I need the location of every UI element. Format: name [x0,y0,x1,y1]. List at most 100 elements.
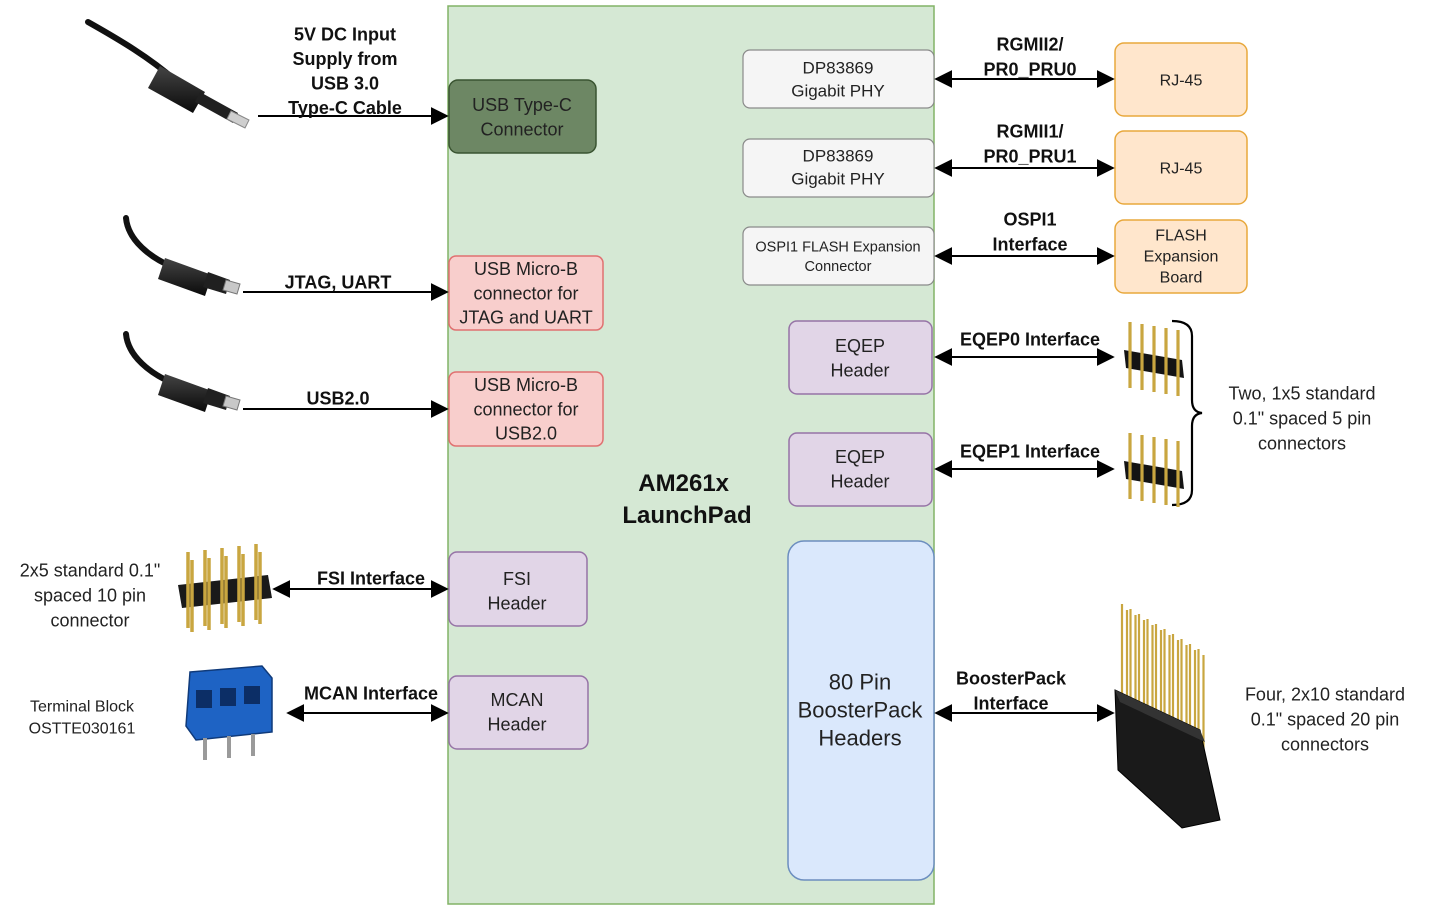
eqep0-interface-label: EQEP0 Interface [960,329,1100,349]
boxes-phy0-line-1: DP83869 [803,58,874,77]
captions-fsi_conn-line-1: 2x5 standard 0.1" [20,560,160,580]
boxes-jtag-line-3: JTAG and UART [459,308,592,328]
captions-fsi_conn-line-2: spaced 10 pin [34,585,146,605]
boxes-fsi-line-1: FSI [503,569,531,589]
labels-ospi_if-line-1: OSPI1 [1003,209,1056,229]
captions-booster_conn-line-3: connectors [1281,734,1369,754]
labels-rgmii1-line-1: RGMII1/ [996,121,1063,141]
boxes-usb2-line-3: USB2.0 [495,424,557,444]
labels-rgmii1-line-2: PR0_PRU1 [983,146,1076,166]
mcan-header: MCAN Header [448,675,589,750]
mcan-interface-label: MCAN Interface [304,683,438,703]
rj45-jack-1: RJ-45 [1114,130,1248,205]
eqep1-pin-header-icon [1124,433,1184,507]
captions-terminal-line-2: OSTTE030161 [29,721,136,738]
usb-c-cable-icon [85,19,250,129]
boxes-ospi-line-2: Connector [805,259,872,275]
svg-text:RJ-45: RJ-45 [1160,73,1203,90]
captions-booster_conn-line-2: 0.1" spaced 20 pin [1251,709,1400,729]
boxes-jtag-line-2: connector for [473,283,578,303]
boxes-booster-line-2: BoosterPack [798,698,924,723]
rgmii2-label: RGMII2/PR0_PRU0 [983,34,1076,79]
labels-booster_if-line-1: BoosterPack [956,668,1067,688]
captions-eqep_conn-line-1: Two, 1x5 standard [1228,383,1375,403]
captions-eqep_conn-line-3: connectors [1258,433,1346,453]
micro-usb-cable-icon-jtag [123,215,241,296]
captions-eqep_conn-line-2: 0.1" spaced 5 pin [1233,408,1372,428]
fsi-connector-caption: 2x5 standard 0.1" spaced 10 pin connector [20,560,160,630]
fsi-header: FSI Header [448,551,588,627]
boxes-usb2-line-2: connector for [473,399,578,419]
eqep-header-0: EQEP Header [788,320,933,395]
boxes-booster-line-3: Headers [818,726,901,751]
jtag-label: JTAG, UART [285,272,392,292]
labels-rgmii2-line-2: PR0_PRU0 [983,59,1076,79]
boxes-mcan-line-1: MCAN [491,690,544,710]
captions-terminal-line-1: Terminal Block [30,699,135,716]
boosterpack-connector-caption: Four, 2x10 standard 0.1" spaced 20 pin con… [1245,684,1405,754]
micro-usb-cable-icon-usb2 [123,331,241,412]
boxes-rj45b-line-1: RJ-45 [1160,161,1203,178]
boxes-phy1-line-1: DP83869 [803,146,874,165]
labels-usbc_in-line-2: Supply from [292,49,397,69]
labels-usbc_in-line-4: Type-C Cable [288,98,402,118]
labels-eqep1_if-line-1: EQEP1 Interface [960,441,1100,461]
boxes-flash-line-2: Expansion [1144,249,1219,266]
usb2-label: USB2.0 [306,388,369,408]
captions-fsi_conn-line-3: connector [50,610,129,630]
fsi-interface-label: FSI Interface [317,568,425,588]
labels-usbc_in-line-1: 5V DC Input [294,24,396,44]
boxes-jtag-line-1: USB Micro-B [474,259,578,279]
eqep0-pin-header-icon [1124,322,1184,396]
labels-mcan_if-line-1: MCAN Interface [304,683,438,703]
svg-text:RJ-45: RJ-45 [1160,161,1203,178]
boxes-mcan-line-2: Header [487,714,546,734]
labels-usb2_in-line-1: USB2.0 [306,388,369,408]
usb-type-c-connector: USB Type-C Connector [448,79,597,154]
labels-usbc_in-line-3: USB 3.0 [311,73,379,93]
labels-rgmii2-line-1: RGMII2/ [996,34,1063,54]
boxes-usbc-line-1: USB Type-C [472,95,572,115]
boxes-usbc-line-2: Connector [480,119,563,139]
captions-booster_conn-line-1: Four, 2x10 standard [1245,684,1405,704]
boxes-eqep0-line-1: EQEP [835,336,885,356]
boxes-rj45a-line-1: RJ-45 [1160,73,1203,90]
boosterpack-header-icon [1114,604,1221,829]
labels-jtag_in-line-1: JTAG, UART [285,272,392,292]
boxes-usb2-line-1: USB Micro-B [474,375,578,395]
rj45-jack-0: RJ-45 [1114,42,1248,117]
boxes-fsi-line-2: Header [487,593,546,613]
rgmii1-label: RGMII1/PR0_PRU1 [983,121,1076,166]
boxes-eqep0-line-2: Header [830,360,889,380]
boxes-eqep1-line-2: Header [830,471,889,491]
boxes-ospi-line-1: OSPI1 FLASH Expansion [755,239,920,255]
terminal-block-icon [185,665,273,760]
boxes-flash-line-3: Board [1160,270,1203,287]
boxes-phy0-line-2: Gigabit PHY [791,81,885,100]
fsi-pin-header-icon [178,544,272,632]
boxes-eqep1-line-1: EQEP [835,447,885,467]
labels-booster_if-line-2: Interface [973,693,1048,713]
